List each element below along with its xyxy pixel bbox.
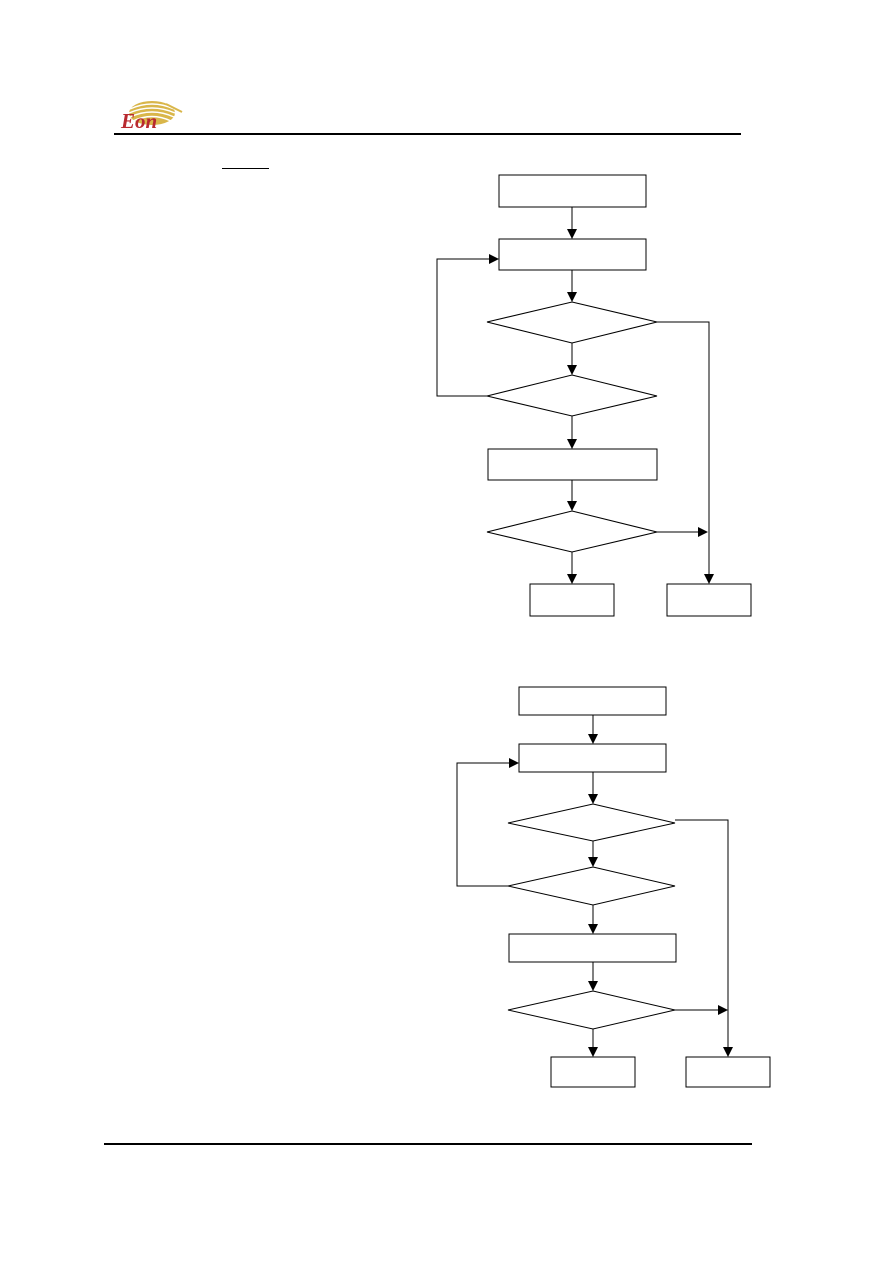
fc2-decision1-diamond bbox=[507, 803, 676, 842]
fc1-step2-box bbox=[487, 448, 658, 481]
fc1-start-box bbox=[498, 174, 647, 208]
fc2-end-right-box bbox=[685, 1056, 771, 1088]
fc2-end-left-box bbox=[550, 1056, 636, 1088]
fc2-start-box bbox=[518, 686, 667, 716]
fc1-decision2-diamond bbox=[486, 374, 658, 417]
flowchart-2 bbox=[456, 686, 771, 1088]
footer-rule bbox=[104, 1143, 752, 1145]
fc1-decision3-diamond bbox=[486, 510, 658, 553]
fc2-connectors bbox=[456, 715, 733, 1057]
section-underline bbox=[222, 168, 269, 169]
fc2-decision3-diamond bbox=[507, 990, 676, 1030]
fc2-decision2-diamond bbox=[507, 866, 676, 906]
fc2-step2-box bbox=[508, 933, 677, 963]
fc1-step1-box bbox=[498, 238, 647, 271]
fc1-connectors bbox=[436, 207, 714, 584]
flowchart-1 bbox=[436, 174, 752, 617]
fc2-step1-box bbox=[518, 743, 667, 773]
fc1-decision1-diamond bbox=[486, 301, 658, 344]
header-rule bbox=[114, 133, 741, 135]
fc1-end-right-box bbox=[666, 583, 752, 617]
fc1-end-left-box bbox=[529, 583, 615, 617]
